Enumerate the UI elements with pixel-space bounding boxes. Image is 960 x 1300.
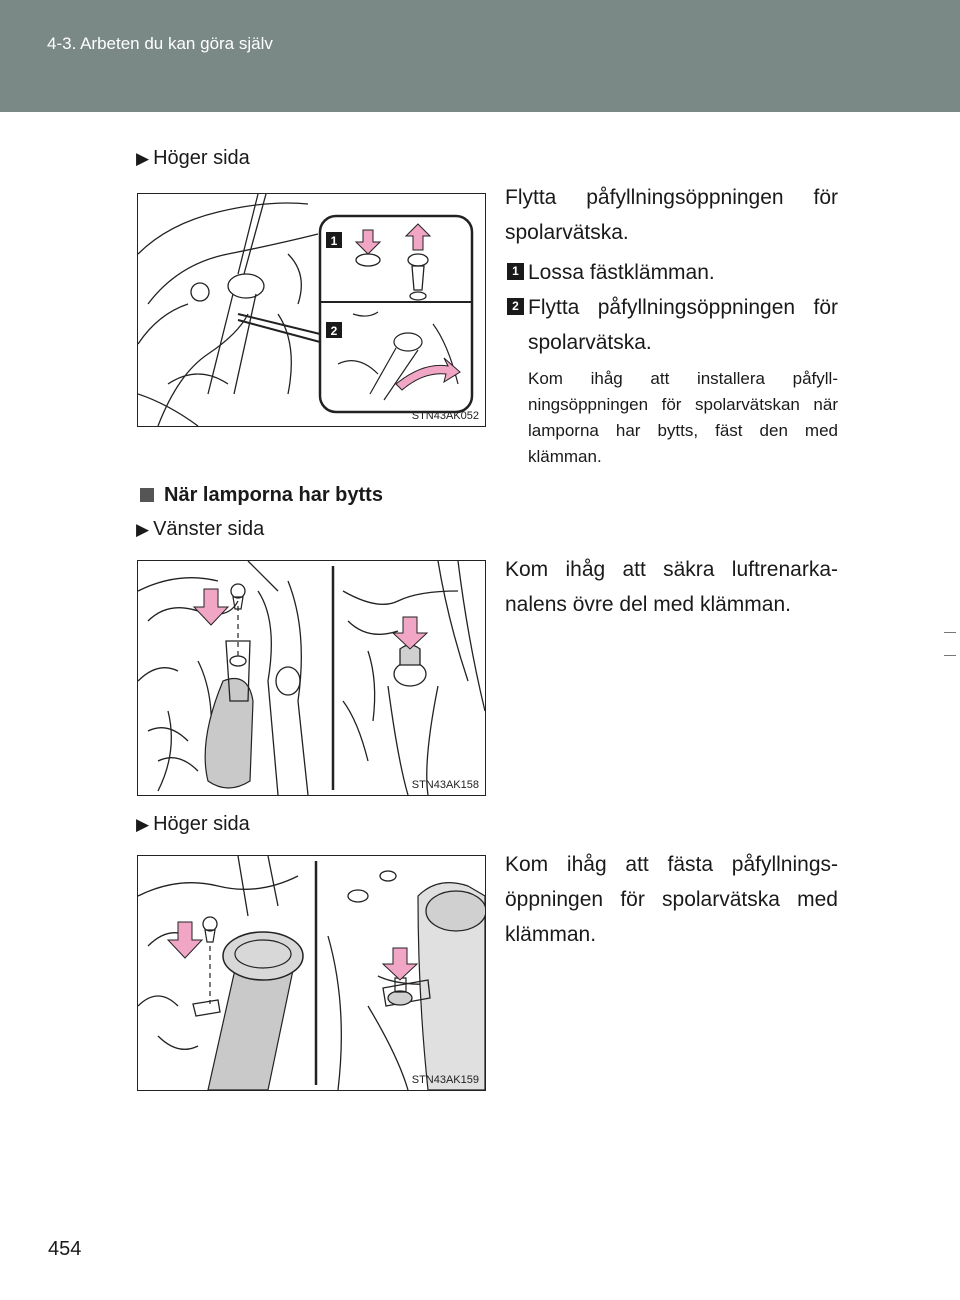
figure-code: STN43AK052 xyxy=(411,410,479,422)
step-number-2: 2 xyxy=(507,298,524,315)
air-intake-clip-illustration xyxy=(138,561,485,795)
triangle-bullet-icon: ▶ xyxy=(136,815,150,834)
note-text: Kom ihåg att installera påfyll-ningsöppn… xyxy=(528,369,838,466)
section-heading: När lamporna har bytts xyxy=(140,484,383,507)
step-number-1: 1 xyxy=(507,263,524,280)
figure-right-side: STN43AK159 xyxy=(137,855,486,1091)
figure-washer-filler: 1 2 STN43AK052 xyxy=(137,193,486,427)
figure-left-side: STN43AK158 xyxy=(137,560,486,796)
intro-text: Flytta påfyllningsöppningen för spolarvä… xyxy=(505,186,838,244)
bullet-left-side: ▶Vänster sida xyxy=(136,518,264,541)
bullet-label: Höger sida xyxy=(153,147,250,169)
figure-label-2: 2 xyxy=(331,324,338,338)
step-text-1: Lossa fästklämman. xyxy=(528,261,715,284)
crop-mark xyxy=(944,632,956,633)
washer-filler-illustration: 1 2 xyxy=(138,194,474,426)
page-number: 454 xyxy=(48,1238,82,1260)
step-2: 2 Flytta påfyllningsöppningen för spolar… xyxy=(507,290,838,360)
section-title: 4-3. Arbeten du kan göra själv xyxy=(47,34,273,53)
washer-clip-illustration xyxy=(138,856,485,1090)
figure-code: STN43AK159 xyxy=(411,1074,479,1086)
right-side-text: Kom ihåg att fästa påfyllnings-öppningen… xyxy=(505,853,838,946)
crop-mark xyxy=(944,655,956,656)
figure-label-1: 1 xyxy=(331,234,338,248)
figure-code: STN43AK158 xyxy=(411,779,479,791)
square-bullet-icon xyxy=(140,488,154,502)
bullet-label: Vänster sida xyxy=(153,518,265,540)
left-side-text: Kom ihåg att säkra luftrenarka-nalens öv… xyxy=(505,558,838,616)
triangle-bullet-icon: ▶ xyxy=(136,520,150,539)
page-header: 4-3. Arbeten du kan göra själv xyxy=(0,0,960,112)
bullet-label: Höger sida xyxy=(153,813,250,835)
bullet-right-side-2: ▶Höger sida xyxy=(136,813,250,836)
step-1: 1 Lossa fästklämman. xyxy=(507,255,838,290)
heading-text: När lamporna har bytts xyxy=(164,484,383,506)
step-text-2: Flytta påfyllningsöppningen för spolarvä… xyxy=(528,296,838,354)
triangle-bullet-icon: ▶ xyxy=(136,149,150,168)
bullet-right-side-1: ▶Höger sida xyxy=(136,147,250,170)
